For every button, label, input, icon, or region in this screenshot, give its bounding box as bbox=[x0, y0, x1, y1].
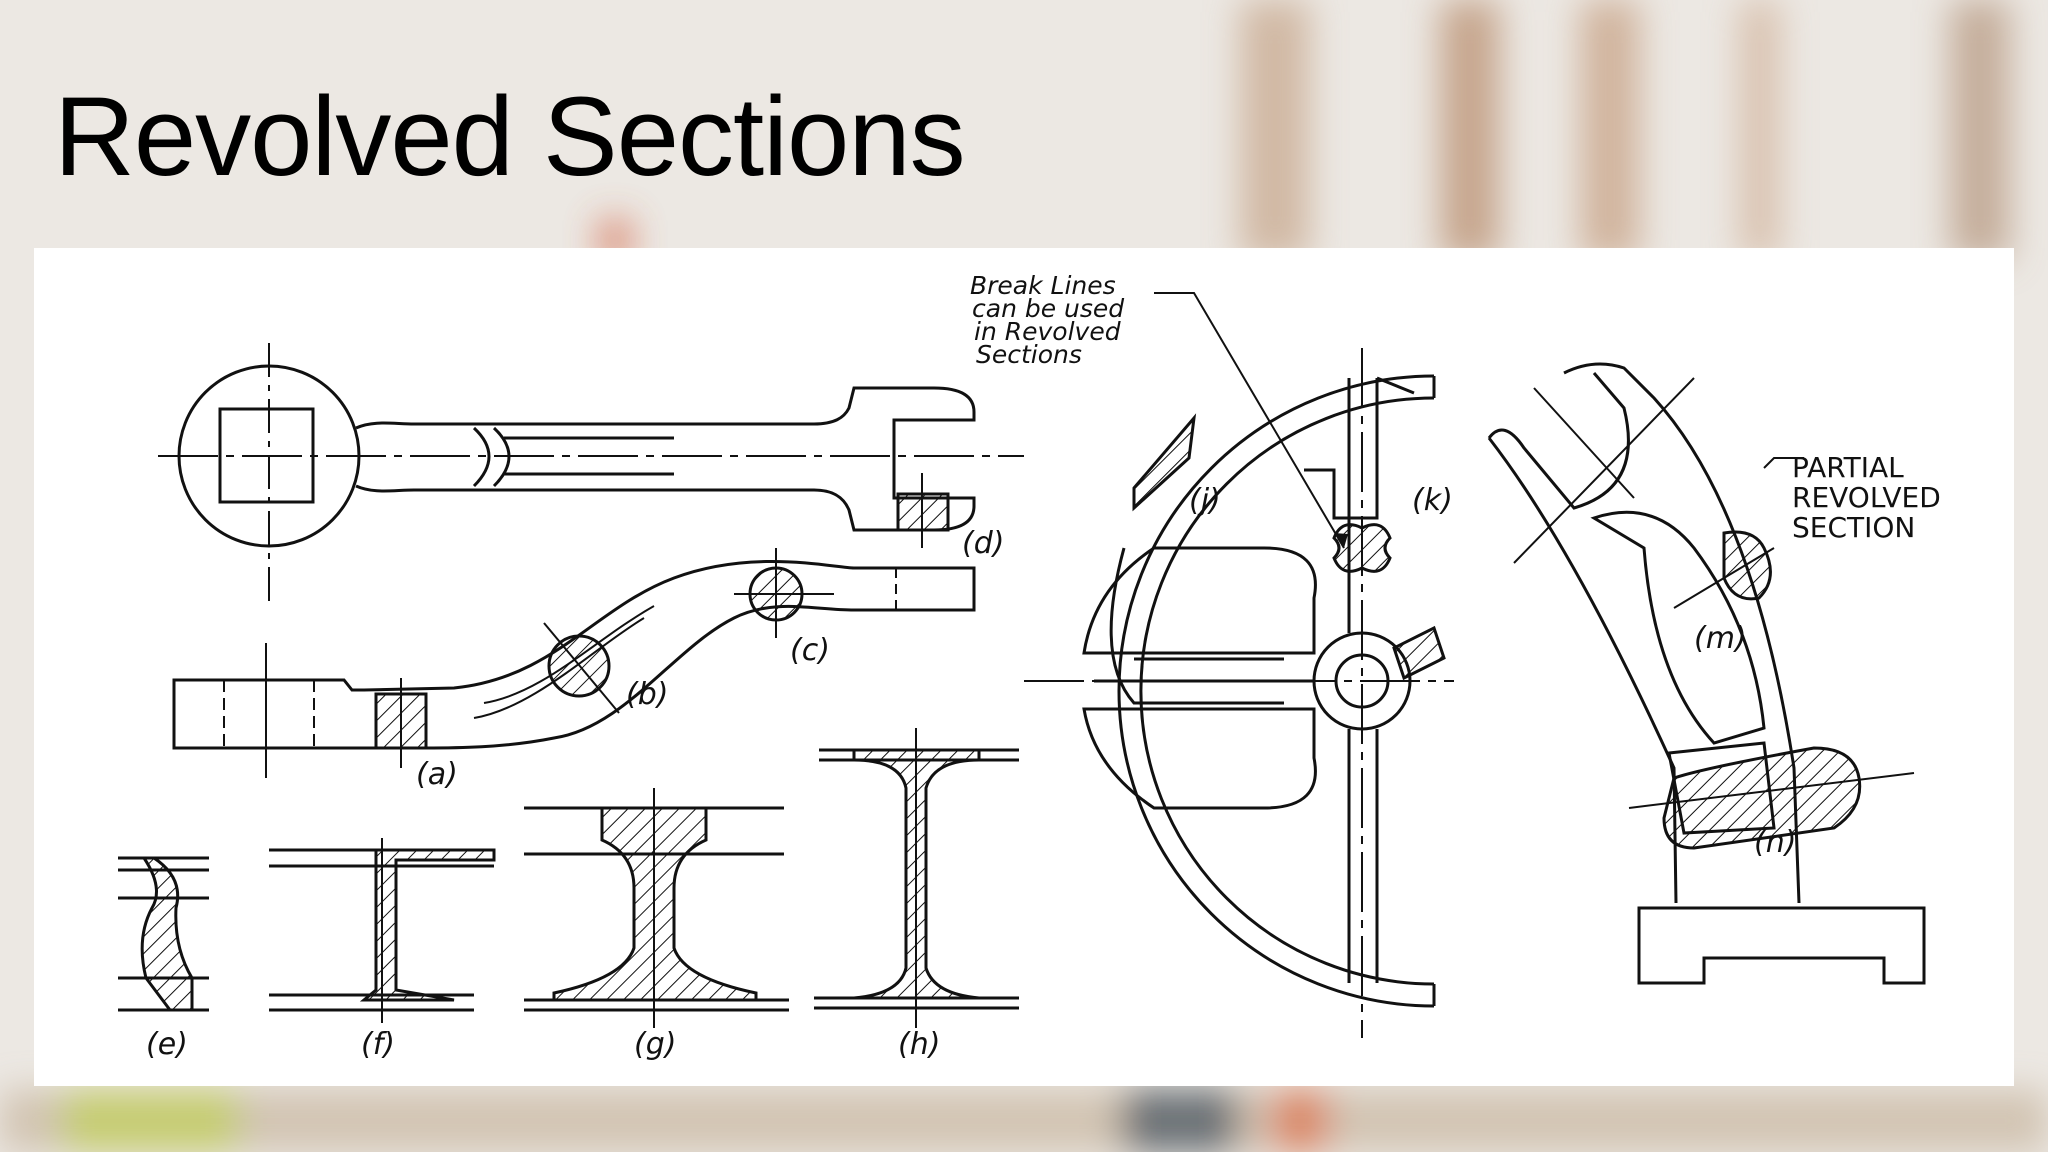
slide-title: Revolved Sections bbox=[54, 74, 966, 199]
wrench-top-view bbox=[158, 343, 1024, 603]
section-f bbox=[269, 838, 496, 1023]
partial-revolved-line-2: REVOLVED bbox=[1792, 481, 1941, 514]
label-h: (h) bbox=[898, 1027, 940, 1062]
label-n: (n) bbox=[1754, 825, 1796, 860]
handwheel-view bbox=[1024, 348, 1454, 1038]
label-d: (d) bbox=[962, 526, 1004, 561]
diagram-panel: (a) (b) (c) (d) (e) (f) (g) (h) (j) (k) … bbox=[34, 248, 2014, 1086]
label-k: (k) bbox=[1412, 483, 1453, 518]
label-j: (j) bbox=[1189, 483, 1221, 518]
label-m: (m) bbox=[1694, 621, 1747, 656]
partial-revolved-line-3: SECTION bbox=[1792, 511, 1915, 544]
label-e: (e) bbox=[146, 1027, 188, 1062]
label-g: (g) bbox=[634, 1027, 676, 1062]
break-lines-line-3: in Revolved bbox=[974, 317, 1121, 346]
label-a: (a) bbox=[416, 757, 458, 792]
curved-arm-view bbox=[1487, 362, 1926, 985]
section-h bbox=[814, 728, 1019, 1028]
partial-revolved-annotation: PARTIAL REVOLVED SECTION bbox=[1792, 451, 1941, 544]
break-lines-line-2: can be used bbox=[972, 294, 1124, 323]
break-lines-line-4: Sections bbox=[976, 340, 1082, 369]
break-lines-line-1: Break Lines bbox=[970, 271, 1116, 300]
partial-revolved-line-1: PARTIAL bbox=[1792, 451, 1904, 484]
section-g bbox=[524, 788, 789, 1028]
wrench-side-view bbox=[172, 548, 976, 778]
label-c: (c) bbox=[790, 633, 830, 668]
revolved-sections-diagram: (a) (b) (c) (d) (e) (f) (g) (h) (j) (k) … bbox=[118, 271, 1941, 1062]
section-e bbox=[118, 856, 209, 1012]
label-b: (b) bbox=[626, 677, 668, 712]
label-f: (f) bbox=[361, 1027, 395, 1062]
break-lines-annotation: Break Lines can be used in Revolved Sect… bbox=[970, 271, 1124, 369]
